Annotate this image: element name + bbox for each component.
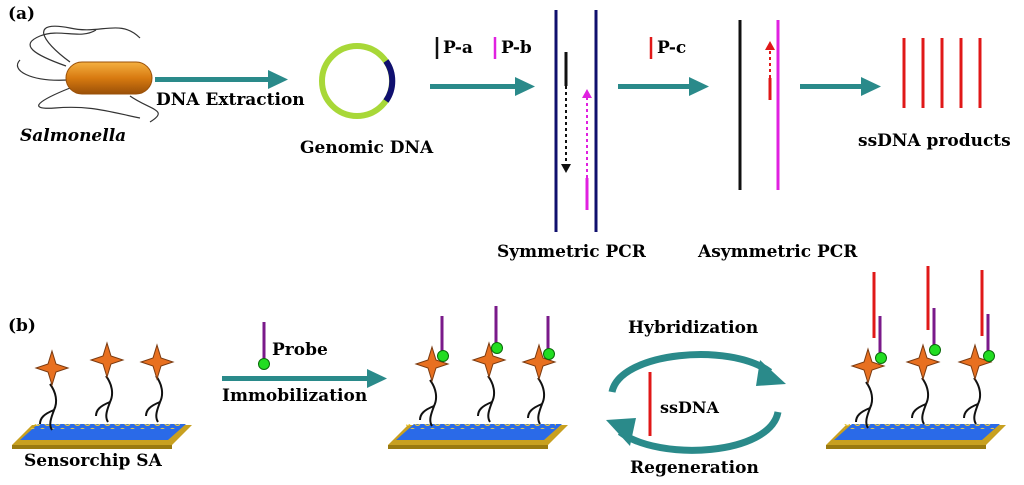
regeneration-label: Regeneration [630, 458, 759, 478]
symmetric-pcr-label: Symmetric PCR [497, 242, 646, 262]
sensorchip-with-probes [388, 306, 568, 449]
panel-b-tag: (b) [8, 316, 36, 336]
hybridization-label: Hybridization [628, 318, 759, 338]
ssdna-products-label: ssDNA products [858, 131, 1011, 151]
sensorchip-base [12, 424, 192, 449]
sensorchip-label: Sensorchip SA [24, 451, 162, 471]
probe-label: Probe [272, 340, 328, 360]
immobilization-label: Immobilization [222, 386, 368, 406]
dna-extraction-label: DNA Extraction [156, 90, 305, 110]
arrow-to-ssdna-products [800, 77, 881, 96]
genomic-dna-label: Genomic DNA [300, 138, 434, 158]
ssdna-label: ssDNA [660, 398, 719, 417]
primer-c-label: P-c [657, 38, 687, 58]
asymmetric-pcr-label: Asymmetric PCR [698, 242, 858, 262]
ssdna-products-icon [902, 38, 982, 108]
sensorchip-hybridized [826, 266, 1006, 449]
primer-a-label: P-a [443, 38, 473, 58]
arrow-dna-extraction [155, 70, 288, 89]
primer-b-label: P-b [501, 38, 532, 58]
arrow-to-asymmetric-pcr [618, 77, 709, 96]
arrow-to-symmetric-pcr [430, 77, 535, 96]
panel-a-tag: (a) [8, 4, 36, 24]
hybridization-cycle-arrows [606, 351, 786, 454]
asymmetric-pcr-icon [738, 20, 780, 190]
symmetric-pcr-icon [554, 10, 598, 232]
organism-label: Salmonella [20, 126, 127, 146]
probe-legend-icon [258, 322, 270, 370]
streptavidin-linkers-1 [35, 342, 174, 431]
salmonella-bacterium-icon [17, 25, 159, 123]
arrow-immobilization [222, 369, 387, 388]
genomic-dna-ring-icon [319, 43, 396, 119]
